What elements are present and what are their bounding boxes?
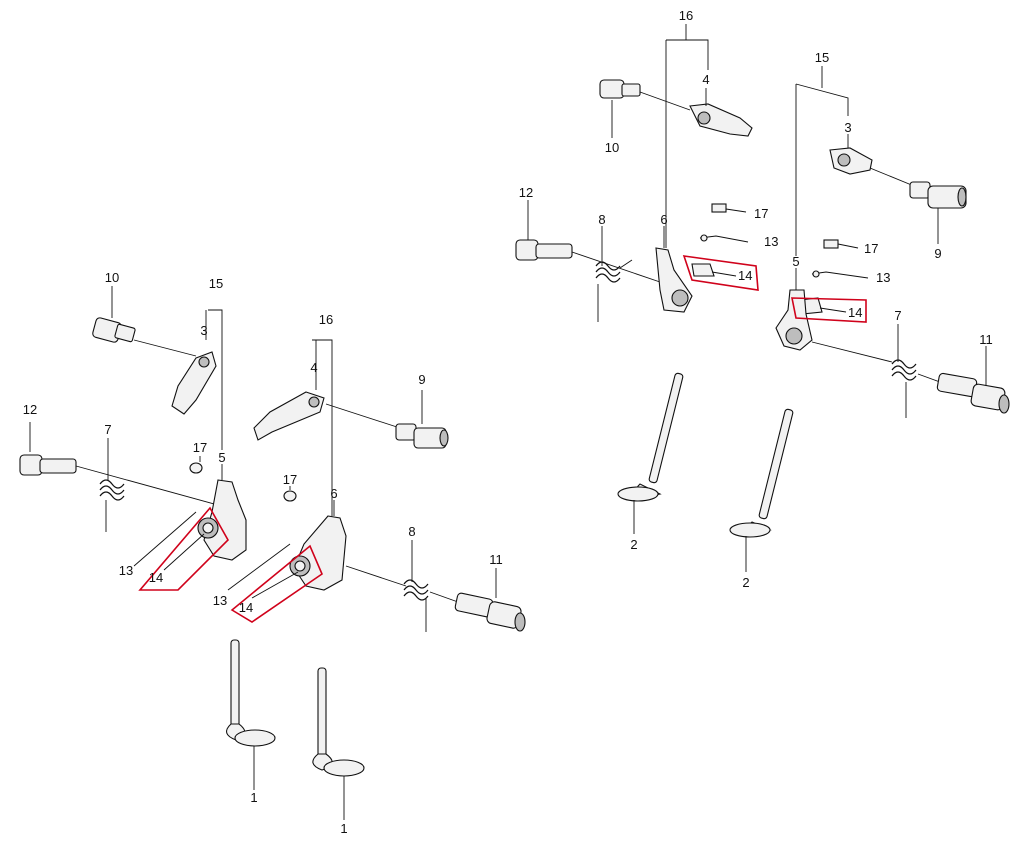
label-17-left-a: 17 [193,440,207,455]
label-11-left: 11 [489,552,503,567]
label-7-right: 7 [894,308,901,323]
valve-1-left-b [312,667,365,777]
label-13-left-a: 13 [119,563,133,578]
spring-7-right [891,359,917,418]
label-16-left: 16 [319,312,333,327]
valve-2-right-b [729,408,794,538]
right-assembly [515,79,1010,538]
label-10-right: 10 [605,140,619,155]
highlight-14-right-b [791,297,867,323]
highlight-14-right-a [682,255,759,291]
label-2-right-b: 2 [742,575,749,590]
label-13-left-b: 13 [213,593,227,608]
adjuster-14-right-a [691,263,715,277]
spring-7-left [99,479,125,532]
clip-13-right-b [811,271,869,279]
shaft-9-left [395,423,449,449]
label-8-right: 8 [598,212,605,227]
rocker-arm-3-right [829,147,873,175]
label-4-left: 4 [310,360,317,375]
cap-17-right-a [711,203,727,213]
rocker-hole-3-left [198,356,210,368]
label-14-right-b: 14 [848,305,862,320]
label-13-right-b: 13 [876,270,890,285]
label-17-right-a: 17 [754,206,768,221]
cap-17-left-a [189,462,203,474]
highlight-14-left-b [230,544,323,623]
label-7-left: 7 [104,422,111,437]
label-4-right: 4 [702,72,709,87]
bolt-10-left [92,317,197,357]
spring-8-left [403,579,429,632]
label-11-right: 11 [979,332,993,347]
cap-17-right-b [823,239,839,249]
label-10-left: 10 [105,270,119,285]
label-12-left: 12 [23,402,37,417]
label-5-right: 5 [792,254,799,269]
cap-17-left-b [283,490,297,502]
valve-2-right-a [617,372,684,502]
label-12-right: 12 [519,185,533,200]
label-1-left-b: 1 [340,821,347,836]
rocker-arm-4-left [253,391,325,441]
label-16-right: 16 [679,8,693,23]
label-3-left: 3 [200,323,207,338]
labels: 10 15 3 12 7 17 5 13 14 16 4 9 17 6 8 11… [23,8,993,836]
label-6-right: 6 [660,212,667,227]
rocker-arm-3-left [171,351,217,415]
valve-1-left-a [225,639,276,747]
label-15-right: 15 [815,50,829,65]
label-1-left-a: 1 [250,790,257,805]
label-14-left-b: 14 [239,600,253,615]
label-2-right-a: 2 [630,537,637,552]
shaft-11-right [917,372,1010,414]
label-13-right-a: 13 [764,234,778,249]
label-3-right: 3 [844,120,851,135]
spring-8-right [595,259,633,322]
left-assembly [19,317,526,777]
pin-12-right [515,239,661,283]
label-9-right: 9 [934,246,941,261]
label-9-left: 9 [418,372,425,387]
label-14-right-a: 14 [738,268,752,283]
highlight-14-left-a [138,506,229,591]
shaft-11-left [429,591,526,632]
bolt-10-right [599,79,691,111]
label-17-right-b: 17 [864,241,878,256]
pin-12-left [19,454,237,511]
shaft-9-right [909,181,967,209]
label-14-left-a: 14 [149,570,163,585]
label-8-left: 8 [408,524,415,539]
label-17-left-b: 17 [283,472,297,487]
label-6-left: 6 [330,486,337,501]
label-15-left: 15 [209,276,223,291]
label-5-left: 5 [218,450,225,465]
